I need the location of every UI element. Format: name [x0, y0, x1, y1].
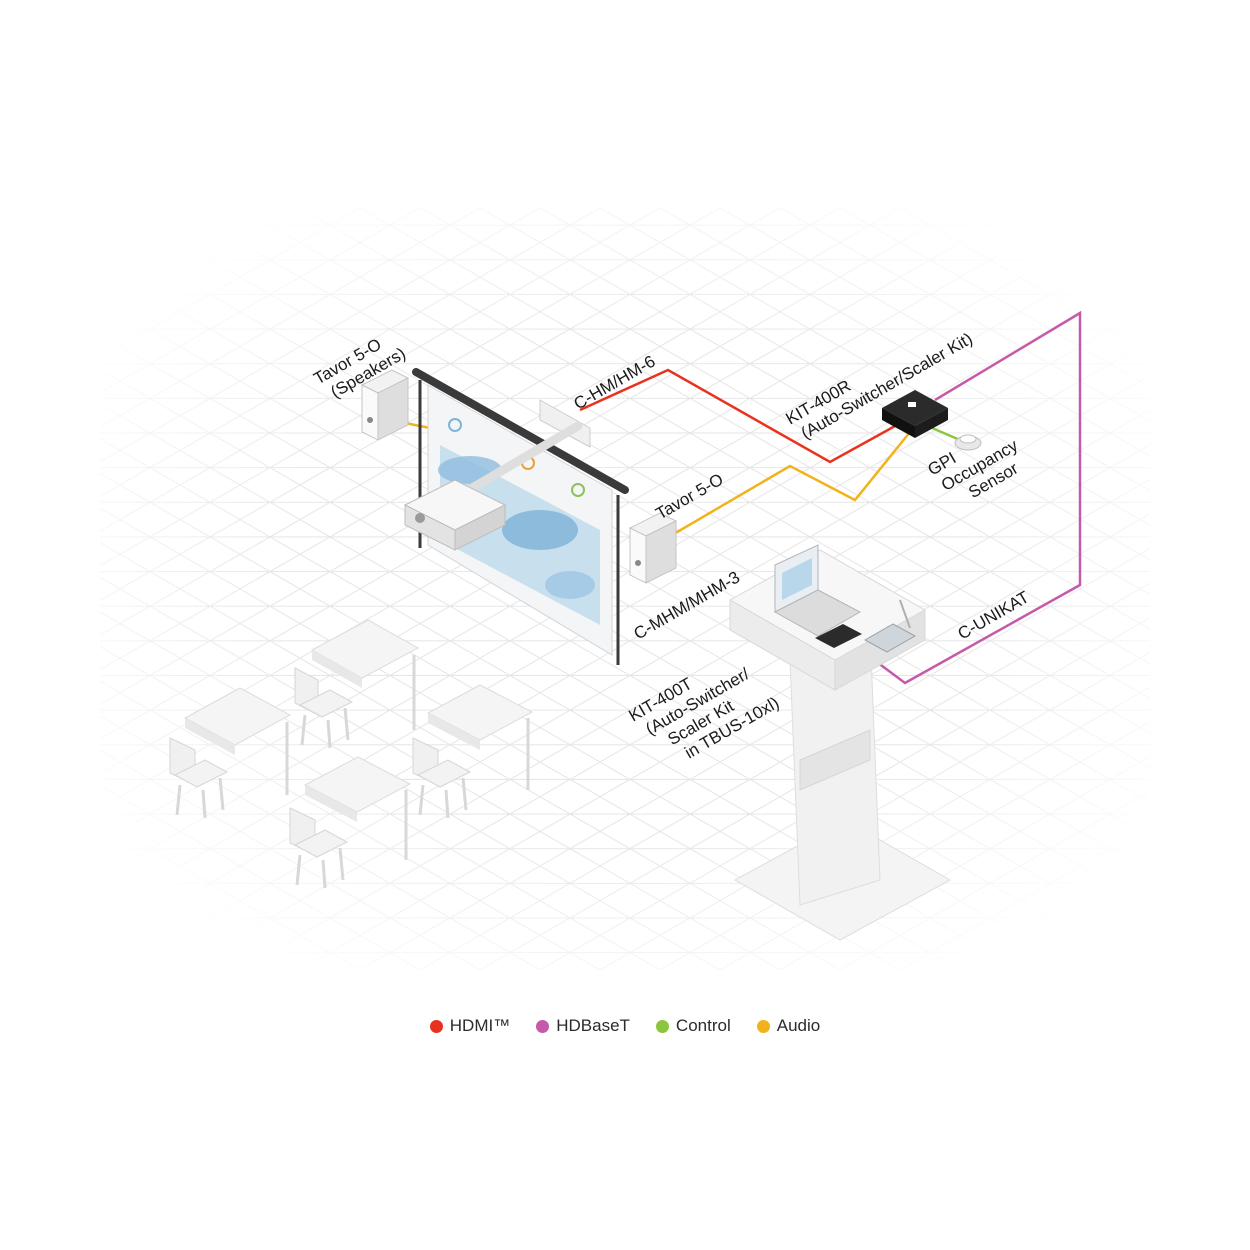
- speaker-icon: [628, 512, 678, 584]
- chair-icon: [294, 667, 354, 749]
- legend-item-hdbaset: HDBaseT: [536, 1016, 630, 1036]
- legend-item-audio: Audio: [756, 1016, 821, 1036]
- hdbaset-dot-icon: [536, 1019, 550, 1033]
- hdmi-dot-icon: [429, 1019, 443, 1033]
- audio-cable-right: [654, 431, 911, 547]
- chair-icon: [169, 737, 229, 819]
- hdmi-cable-projector: [579, 368, 896, 464]
- chair-icon: [289, 807, 349, 889]
- grid-fade: [100, 208, 1150, 970]
- chair-icon: [412, 737, 472, 819]
- legend-item-hdmi: HDMI™: [429, 1016, 511, 1036]
- hdbaset-cable: [857, 310, 1082, 685]
- desk-icon: [426, 684, 534, 790]
- legend-label: Audio: [776, 1016, 821, 1035]
- legend-label: Control: [675, 1016, 731, 1035]
- desk-icon: [310, 619, 420, 730]
- projection-screen-icon: [412, 368, 629, 665]
- speaker-icon: [360, 369, 410, 441]
- legend-label: HDBaseT: [556, 1016, 630, 1035]
- control-dot-icon: [655, 1019, 669, 1033]
- desk-icon: [183, 687, 292, 795]
- laptop-icon: [773, 544, 862, 637]
- ceiling-plate: [539, 399, 591, 448]
- legend-item-control: Control: [655, 1016, 731, 1036]
- audio-dot-icon: [756, 1019, 770, 1033]
- desk-icon: [303, 756, 412, 860]
- legend-label: HDMI™: [449, 1016, 511, 1035]
- projector-icon: [403, 479, 507, 551]
- legend: HDMI™ HDBaseT Control Audio: [0, 1016, 1250, 1036]
- occupancy-sensor-icon: [954, 434, 982, 451]
- transmitter-icon: [815, 599, 917, 653]
- receiver-box-icon: [882, 390, 948, 438]
